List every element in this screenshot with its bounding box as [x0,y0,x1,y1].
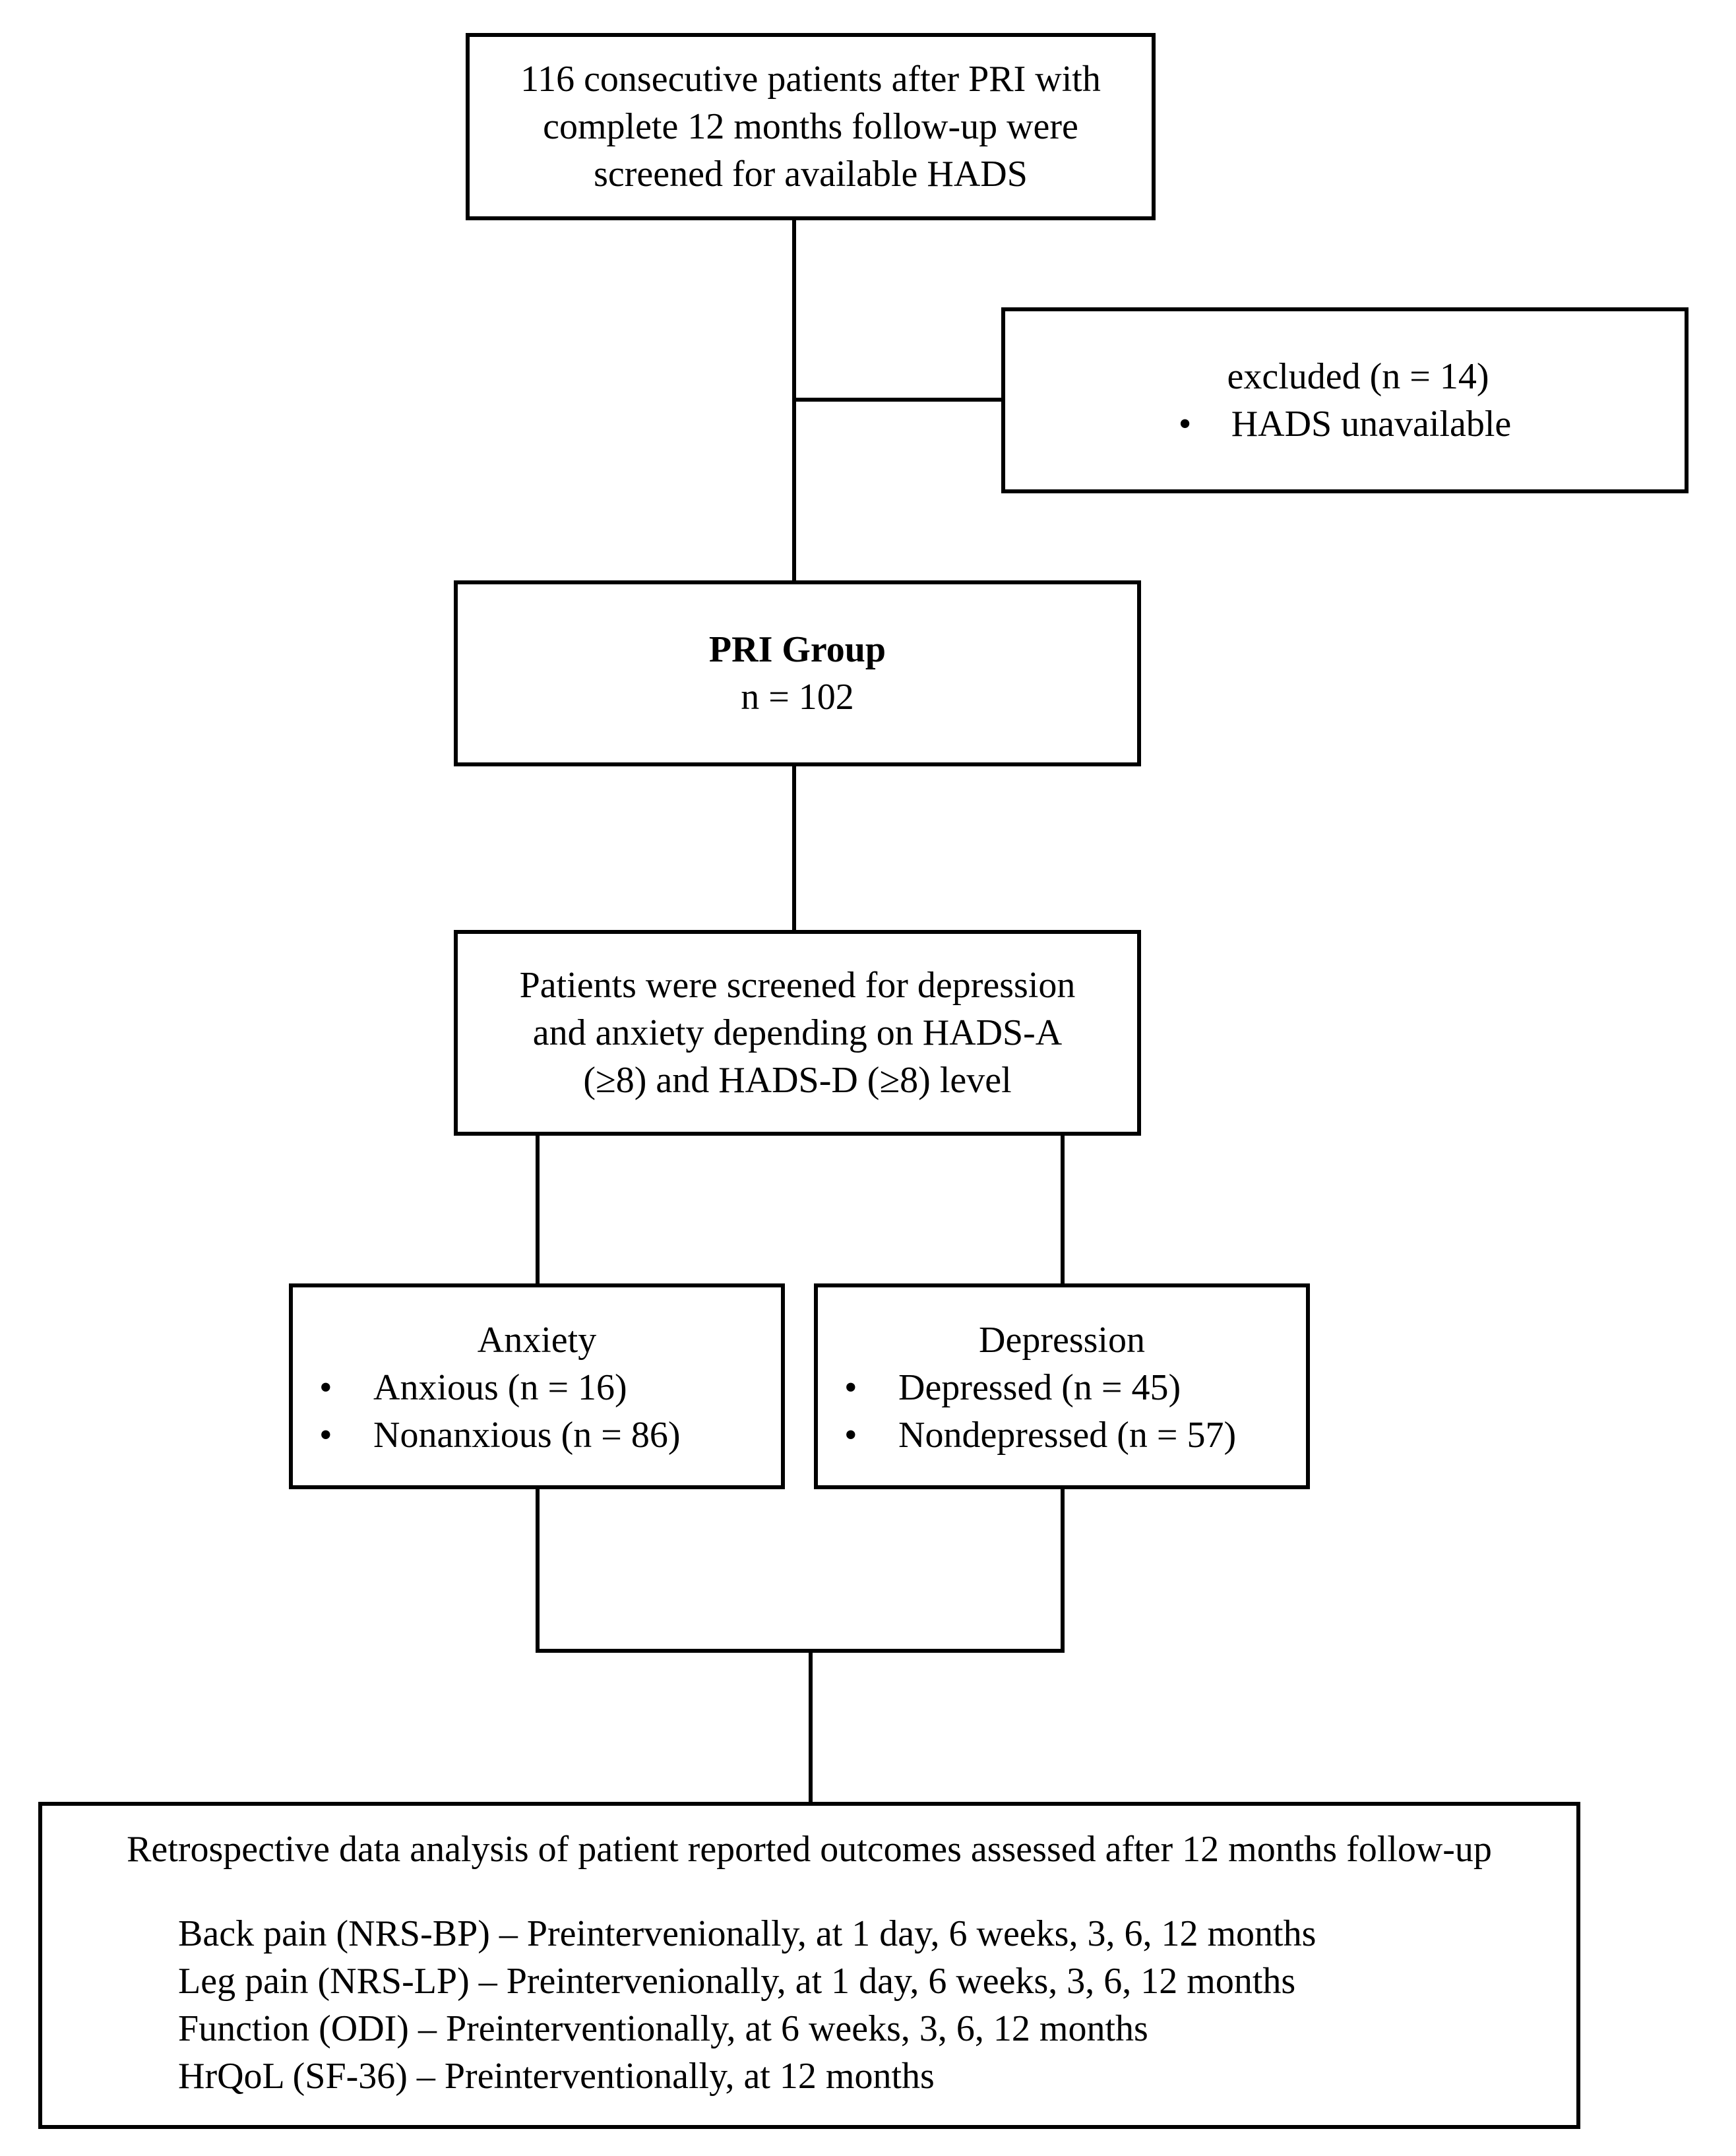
excluded-item-label: HADS unavailable [1231,404,1512,445]
screening-box: 116 consecutive patients after PRI with … [466,33,1156,220]
depression-item-label: Depressed (n = 45) [898,1367,1181,1408]
analysis-box: Retrospective data analysis of patient r… [38,1802,1580,2129]
screened-line: Patients were screened for depression [519,965,1076,1006]
connector-screening-to-group [792,220,796,580]
connector-screened-to-anxiety [536,1136,540,1283]
group-count: n = 102 [741,677,854,718]
excluded-box: excluded (n = 14) • HADS unavailable [1001,307,1689,493]
depression-item: • Depressed (n = 45) [844,1364,1181,1411]
connector-merge-horizontal [536,1649,1065,1653]
connector-merge-to-analysis [809,1653,813,1802]
depression-box: Depression • Depressed (n = 45) • Nondep… [814,1283,1310,1489]
screening-line: 116 consecutive patients after PRI with [520,59,1101,100]
connector-depression-down [1061,1489,1065,1653]
anxiety-item: • Anxious (n = 16) [319,1364,627,1411]
bullet-icon: • [844,1415,857,1456]
connector-group-to-screened [792,766,796,930]
screened-line: (≥8) and HADS-D (≥8) level [583,1060,1012,1101]
screening-line: screened for available HADS [594,154,1028,195]
screened-line: and anxiety depending on HADS-A [532,1012,1063,1053]
bullet-icon: • [844,1367,857,1408]
anxiety-item: • Nonanxious (n = 86) [319,1411,681,1459]
connector-exclusion-branch [796,398,1001,402]
anxiety-item-label: Anxious (n = 16) [373,1367,627,1408]
anxiety-title: Anxiety [477,1320,597,1361]
bullet-icon: • [319,1415,332,1456]
group-title: PRI Group [708,629,886,670]
analysis-item: HrQoL (SF-36) – Preinterventionally, at … [178,2056,935,2097]
analysis-title: Retrospective data analysis of patient r… [127,1829,1492,1870]
connector-anxiety-down [536,1489,540,1653]
excluded-title: excluded (n = 14) [1227,356,1489,397]
analysis-item: Leg pain (NRS-LP) – Preintervenionally, … [178,1961,1296,2002]
bullet-icon: • [1178,404,1192,445]
depression-item: • Nondepressed (n = 57) [844,1411,1236,1459]
anxiety-box: Anxiety • Anxious (n = 16) • Nonanxious … [289,1283,785,1489]
screened-box: Patients were screened for depression an… [454,930,1141,1136]
depression-title: Depression [979,1320,1145,1361]
analysis-item: Function (ODI) – Preinterventionally, at… [178,2008,1148,2049]
group-box: PRI Group n = 102 [454,580,1141,766]
excluded-item: • HADS unavailable [1179,400,1512,448]
anxiety-item-label: Nonanxious (n = 86) [373,1415,681,1456]
bullet-icon: • [319,1367,332,1408]
analysis-item: Back pain (NRS-BP) – Preintervenionally,… [178,1913,1317,1954]
screening-line: complete 12 months follow-up were [543,106,1078,147]
connector-screened-to-depression [1061,1136,1065,1283]
depression-item-label: Nondepressed (n = 57) [898,1415,1237,1456]
